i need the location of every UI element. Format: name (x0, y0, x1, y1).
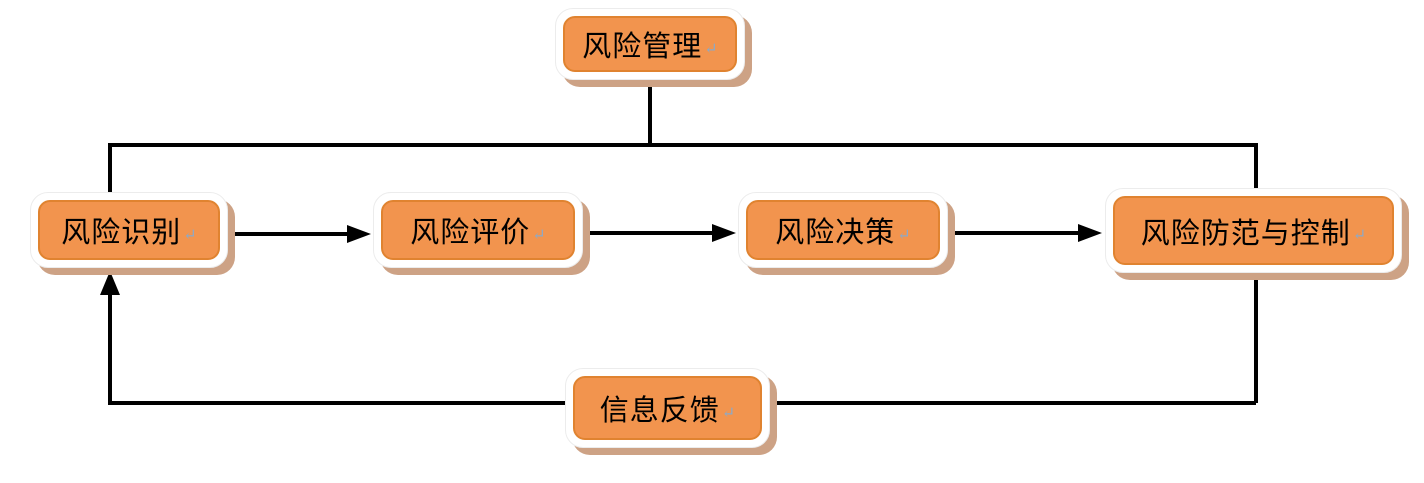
node-label: 信息反馈 (599, 393, 720, 427)
paragraph-return-mark: ↵ (704, 38, 718, 58)
arrowhead-decide-to-prevent (1078, 224, 1102, 242)
node-label: 风险决策 (775, 215, 896, 249)
node-label: 风险管理 (582, 29, 703, 63)
node-risk-identification[interactable]: 风险识别↵ (30, 192, 228, 268)
arrowhead-feedback-to-identify (100, 271, 120, 295)
paragraph-return-mark: ↵ (183, 224, 197, 244)
paragraph-return-mark: ↵ (721, 402, 736, 422)
node-information-feedback[interactable]: 信息反馈↵ (565, 368, 770, 448)
arrowhead-evaluate-to-decide (712, 224, 736, 242)
node-label: 风险识别 (61, 215, 182, 249)
paragraph-return-mark: ↵ (897, 224, 911, 244)
paragraph-return-mark: ↵ (1352, 225, 1367, 244)
node-label: 风险防范与控制 (1140, 215, 1351, 250)
node-risk-management-shape: 风险管理↵ (563, 16, 737, 72)
node-risk-prevention-control[interactable]: 风险防范与控制↵ (1105, 188, 1402, 273)
node-label: 风险评价 (410, 215, 531, 249)
node-risk-management[interactable]: 风险管理↵ (555, 8, 745, 80)
node-risk-evaluation[interactable]: 风险评价↵ (373, 192, 583, 268)
paragraph-return-mark: ↵ (532, 224, 546, 244)
node-risk-decision-shape: 风险决策↵ (746, 200, 940, 260)
node-information-feedback-shape: 信息反馈↵ (573, 376, 762, 440)
node-risk-prevention-control-shape: 风险防范与控制↵ (1113, 196, 1394, 265)
arrowhead-identify-to-evaluate (347, 225, 371, 243)
node-risk-evaluation-shape: 风险评价↵ (381, 200, 575, 260)
node-risk-decision[interactable]: 风险决策↵ (738, 192, 948, 268)
node-risk-identification-shape: 风险识别↵ (38, 200, 220, 260)
